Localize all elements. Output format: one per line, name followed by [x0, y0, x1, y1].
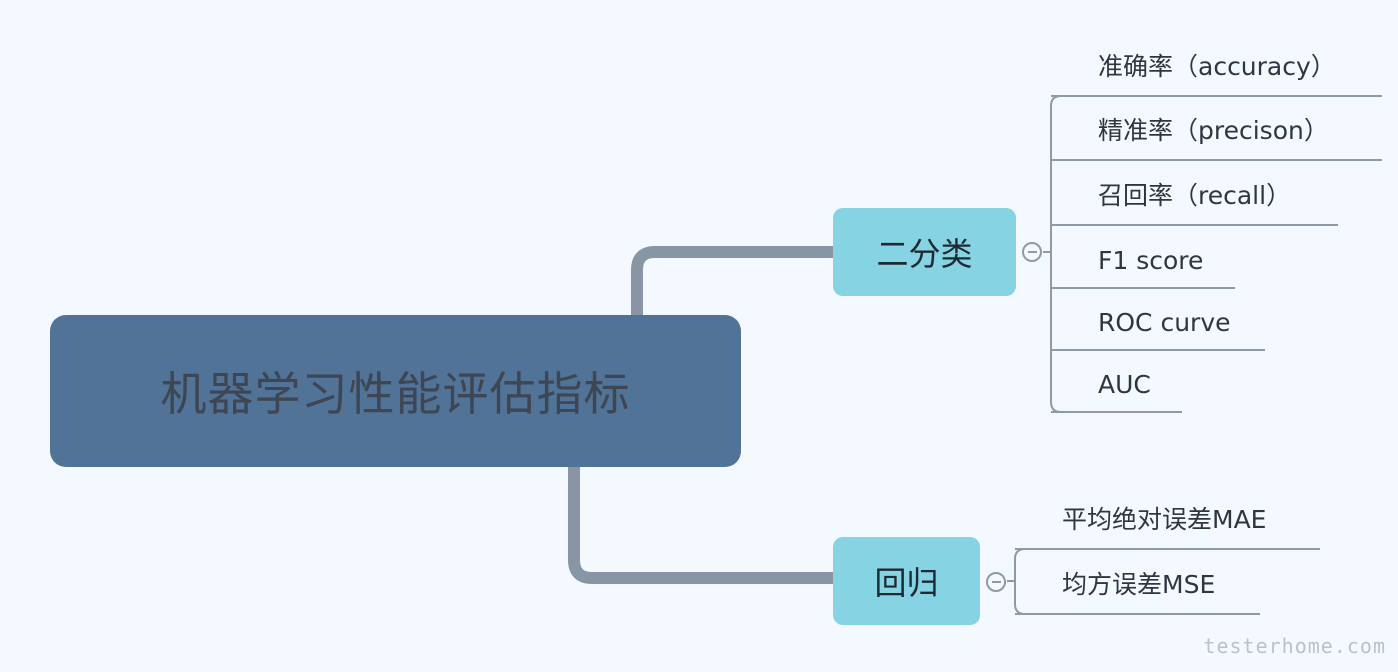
leaf-accuracy[interactable]: 准确率（accuracy）	[1098, 52, 1336, 81]
root-node-label: 机器学习性能评估指标	[160, 367, 631, 421]
leaf-mae[interactable]: 平均绝对误差MAE	[1062, 505, 1267, 534]
watermark: testerhome.com	[1203, 634, 1386, 658]
leaf-spine-regression	[1014, 548, 1026, 615]
leaf-f1-score[interactable]: F1 score	[1098, 246, 1204, 275]
collapse-binary-icon[interactable]	[1022, 242, 1042, 262]
leaf-spine-binary	[1050, 95, 1062, 413]
leaf-roc-curve[interactable]: ROC curve	[1098, 308, 1231, 337]
collapse-regression-icon[interactable]	[986, 572, 1006, 592]
leaf-auc[interactable]: AUC	[1098, 370, 1151, 399]
connector-root-binary	[631, 246, 833, 315]
connector-root-regression	[568, 467, 833, 584]
branch-label-binary: 二分类	[876, 235, 973, 273]
leaf-mse[interactable]: 均方误差MSE	[1062, 570, 1216, 599]
leaf-precision[interactable]: 精准率（precison）	[1098, 116, 1329, 145]
branch-node-regression[interactable]: 回归	[833, 537, 980, 625]
branch-node-binary-classification[interactable]: 二分类	[833, 208, 1016, 296]
leaf-recall[interactable]: 召回率（recall）	[1098, 181, 1292, 210]
branch-label-regression: 回归	[874, 564, 939, 602]
root-node[interactable]: 机器学习性能评估指标	[50, 315, 741, 467]
